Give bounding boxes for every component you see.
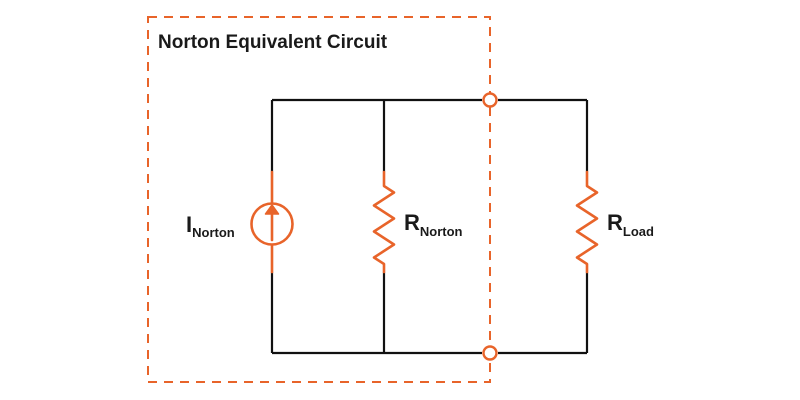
current-source-symbol xyxy=(250,170,294,274)
diagram-title: Norton Equivalent Circuit xyxy=(158,32,388,53)
load-resistor-label: RLoad xyxy=(607,210,654,239)
norton-resistor-symbol-text: R xyxy=(404,210,420,235)
norton-resistor-subscript: Norton xyxy=(420,224,463,239)
arrow-up-icon xyxy=(264,204,280,215)
bottom-terminal xyxy=(482,345,498,361)
load-resistor-symbol-text: R xyxy=(607,210,623,235)
norton-resistor-label: RNorton xyxy=(404,210,463,239)
current-source-label: INorton xyxy=(186,212,235,240)
norton-resistor-symbol xyxy=(372,170,396,274)
load-resistor-symbol xyxy=(575,170,599,274)
current-source-symbol-text: I xyxy=(186,212,192,237)
load-resistor-subscript: Load xyxy=(623,224,654,239)
norton-boundary-box xyxy=(147,16,491,383)
top-terminal xyxy=(482,92,498,108)
current-source-subscript: Norton xyxy=(192,225,235,240)
